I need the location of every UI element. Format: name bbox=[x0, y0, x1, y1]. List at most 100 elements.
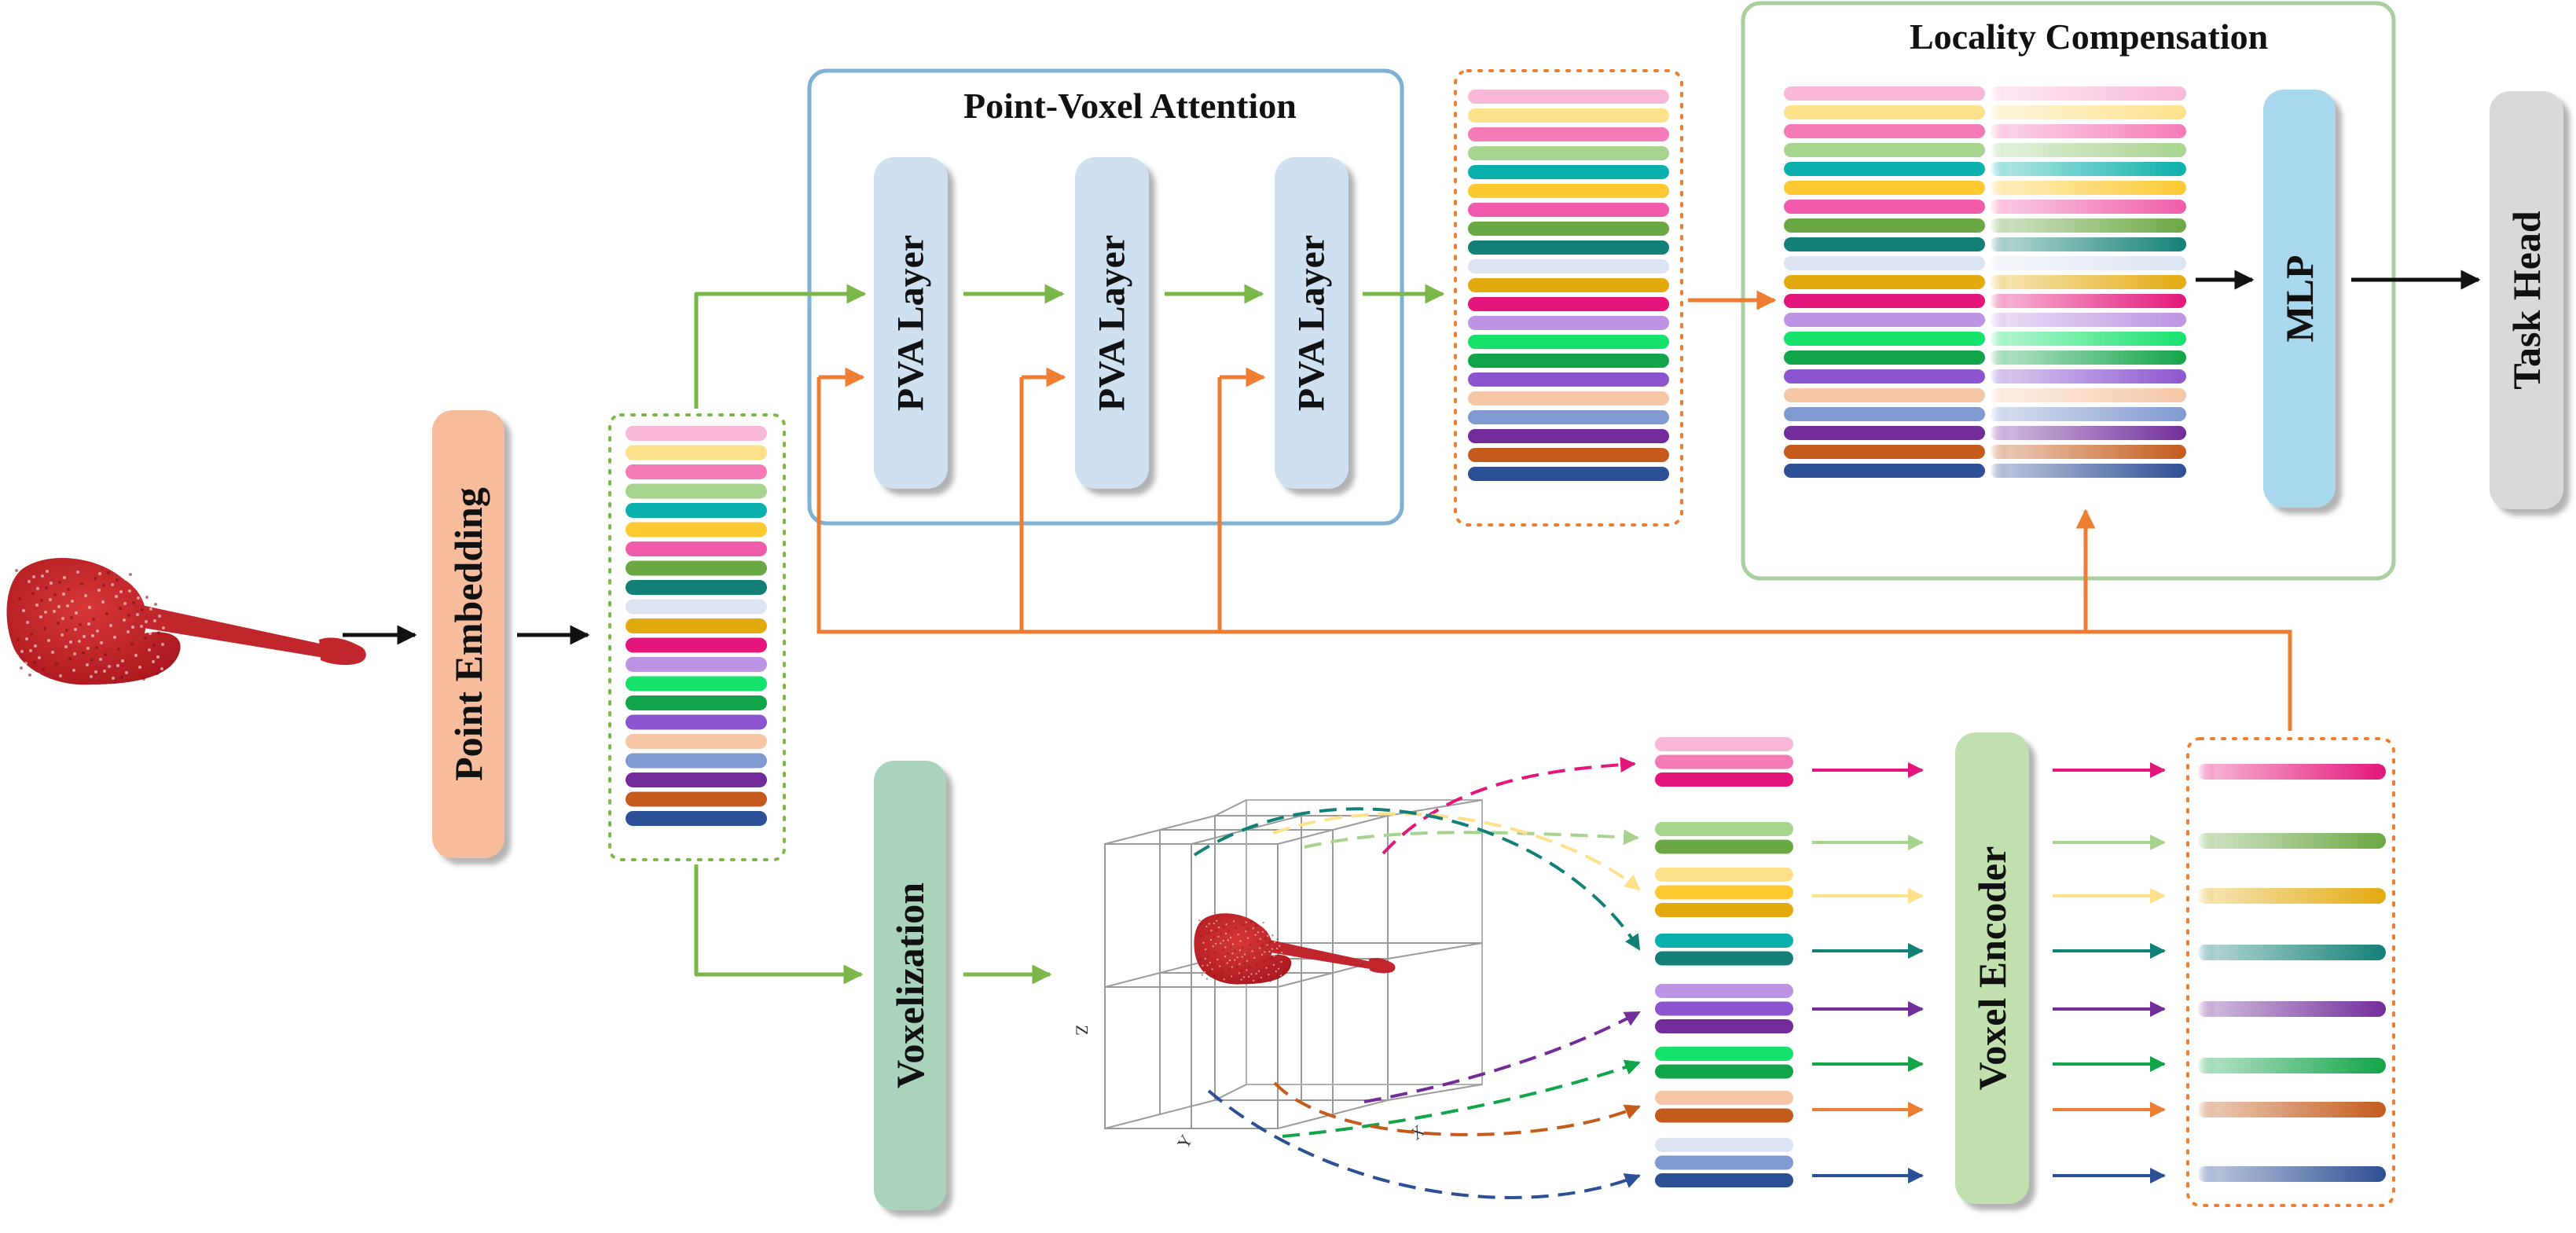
attn-token bbox=[1468, 127, 1669, 141]
embed-token bbox=[626, 753, 767, 769]
attn-token bbox=[1468, 222, 1669, 236]
locality-gradient-token bbox=[1990, 445, 2186, 459]
locality-gradient-token bbox=[1990, 237, 2186, 251]
embed-token bbox=[626, 560, 767, 576]
locality-token bbox=[1784, 237, 1985, 251]
locality-gradient-token bbox=[1990, 124, 2186, 138]
encoded-voxel-token bbox=[2197, 888, 2386, 904]
attn-token bbox=[1468, 467, 1669, 481]
locality-token bbox=[1784, 445, 1985, 459]
voxel-group-token bbox=[1655, 1047, 1793, 1061]
voxel-group-token bbox=[1655, 1091, 1793, 1105]
encoded-voxel-token bbox=[2197, 1102, 2386, 1117]
task-head-block: Task Head bbox=[2490, 91, 2563, 509]
voxel-group-token bbox=[1655, 1138, 1793, 1152]
locality-gradient-token bbox=[1990, 294, 2186, 308]
embed-token bbox=[626, 637, 767, 653]
embed-token bbox=[626, 618, 767, 633]
locality-token bbox=[1784, 162, 1985, 176]
locality-token bbox=[1784, 105, 1985, 119]
arrow-stack-to-voxelization bbox=[694, 864, 864, 985]
locality-gradient-token bbox=[1990, 407, 2186, 421]
embed-token bbox=[626, 445, 767, 461]
locality-token bbox=[1784, 388, 1985, 402]
attn-token bbox=[1468, 372, 1669, 387]
attn-token bbox=[1468, 108, 1669, 123]
locality-gradient-token bbox=[1990, 388, 2186, 402]
attn-token bbox=[1468, 316, 1669, 330]
embed-token bbox=[626, 695, 767, 710]
mlp-label: MLP bbox=[2277, 255, 2321, 343]
voxel-group-token bbox=[1655, 737, 1793, 751]
attn-token bbox=[1468, 184, 1669, 198]
encoded-voxel-token bbox=[2197, 1166, 2386, 1182]
embed-token bbox=[626, 580, 767, 595]
voxel-group-token bbox=[1655, 885, 1793, 900]
locality-gradient-token bbox=[1990, 143, 2186, 157]
point-embedding-label: Point Embedding bbox=[446, 487, 490, 781]
voxel-group-token bbox=[1655, 951, 1793, 966]
embed-token bbox=[626, 503, 767, 518]
voxel-group-token bbox=[1655, 772, 1793, 787]
locality-gradient-token bbox=[1990, 105, 2186, 119]
attn-token bbox=[1468, 391, 1669, 405]
embed-token bbox=[626, 791, 767, 807]
axis-x-label: X bbox=[1406, 1120, 1429, 1144]
encoded-voxel-token bbox=[2197, 764, 2386, 780]
voxelization-block: Voxelization bbox=[874, 761, 946, 1210]
voxel-group-token bbox=[1655, 839, 1793, 854]
attn-token bbox=[1468, 429, 1669, 443]
locality-token bbox=[1784, 181, 1985, 195]
encoded-voxel-token bbox=[2197, 945, 2386, 960]
pva-layer-1: PVA Layer bbox=[874, 157, 948, 489]
attn-token bbox=[1468, 165, 1669, 179]
embed-token bbox=[626, 657, 767, 672]
pva-layer-2: PVA Layer bbox=[1075, 157, 1149, 489]
locality-token bbox=[1784, 426, 1985, 440]
locality-token bbox=[1784, 313, 1985, 327]
grouping-curve bbox=[1304, 829, 1639, 849]
connection-arrows bbox=[343, 270, 2481, 1183]
locality-token bbox=[1784, 294, 1985, 308]
grouping-curve bbox=[1207, 1089, 1641, 1199]
embedding-feature-frame bbox=[608, 413, 786, 861]
pva-layer-3: PVA Layer bbox=[1275, 157, 1349, 489]
grouping-curve bbox=[1272, 812, 1641, 891]
locality-gradient-token bbox=[1990, 332, 2186, 346]
attn-token bbox=[1468, 335, 1669, 349]
locality-gradient-token bbox=[1990, 426, 2186, 440]
locality-gradient-token bbox=[1990, 464, 2186, 478]
voxelization-label: Voxelization bbox=[888, 882, 932, 1089]
attention-output-frame bbox=[1454, 69, 1683, 527]
locality-gradient-token bbox=[1990, 350, 2186, 365]
grouping-curve bbox=[1363, 1011, 1641, 1103]
grouping-curve bbox=[1193, 807, 1641, 951]
locality-token bbox=[1784, 275, 1985, 289]
encoded-voxel-frame bbox=[2186, 737, 2395, 1207]
locality-gradient-token bbox=[1990, 275, 2186, 289]
mlp-block: MLP bbox=[2263, 90, 2336, 508]
guitar-point-cloud bbox=[6, 557, 366, 685]
grouping-curve bbox=[1382, 757, 1636, 855]
locality-gradient-token bbox=[1990, 313, 2186, 327]
voxel-group-token bbox=[1655, 754, 1793, 769]
locality-gradient-token bbox=[1990, 200, 2186, 214]
encoded-voxel-token bbox=[2197, 1001, 2386, 1017]
embed-token bbox=[626, 464, 767, 479]
locality-gradient-token bbox=[1990, 86, 2186, 101]
axis-z-label: Z bbox=[1072, 1025, 1092, 1036]
guitar-in-voxel-grid bbox=[1194, 913, 1396, 985]
task-head-label: Task Head bbox=[2504, 211, 2548, 390]
point-voxel-attention-title: Point-Voxel Attention bbox=[963, 86, 1297, 126]
attn-token bbox=[1468, 410, 1669, 424]
locality-gradient-token bbox=[1990, 218, 2186, 233]
arrow-stack-to-pva1 bbox=[694, 284, 867, 409]
attn-token bbox=[1468, 146, 1669, 160]
voxel-group-token bbox=[1655, 984, 1793, 998]
locality-token bbox=[1784, 256, 1985, 270]
grouping-curve bbox=[1273, 1081, 1641, 1136]
voxel-group-token bbox=[1655, 822, 1793, 836]
voxel-grid bbox=[1104, 799, 1483, 1129]
embed-token bbox=[626, 676, 767, 692]
locality-compensation-title: Locality Compensation bbox=[1910, 17, 2269, 57]
